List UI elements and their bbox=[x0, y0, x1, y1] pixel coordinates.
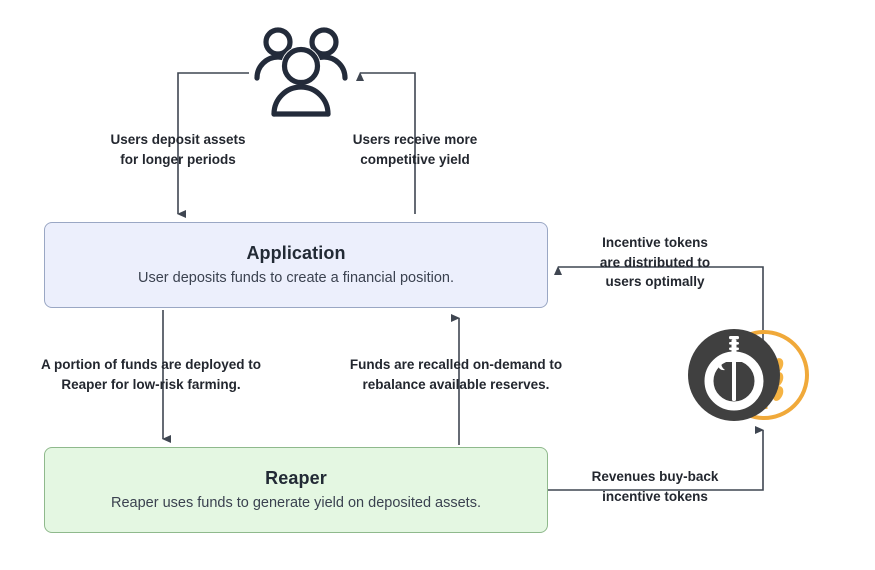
edge-label-application-to-users: Users receive more competitive yield bbox=[330, 130, 500, 169]
node-application[interactable]: Application User deposits funds to creat… bbox=[44, 222, 548, 308]
edge-label-tokens-to-application: Incentive tokens are distributed to user… bbox=[585, 233, 725, 292]
users-group-icon bbox=[254, 27, 348, 117]
edge-label-reaper-to-application: Funds are recalled on-demand to rebalanc… bbox=[331, 355, 581, 394]
reaper-scythe-wheat-logo bbox=[688, 329, 809, 421]
edge-label-line: Reaper for low-risk farming. bbox=[61, 376, 241, 392]
edge-label-line: are distributed to bbox=[599, 254, 711, 270]
node-reaper[interactable]: Reaper Reaper uses funds to generate yie… bbox=[44, 447, 548, 533]
edge-label-users-to-application: Users deposit assets for longer periods bbox=[88, 130, 268, 169]
edge-label-line: Incentive tokens bbox=[602, 235, 708, 250]
edge-label-line: users optimally bbox=[605, 274, 705, 290]
edge-label-reaper-to-logo: Revenues buy-back incentive tokens bbox=[575, 467, 735, 506]
edge-label-line: for longer periods bbox=[120, 151, 236, 167]
edge-label-line: Funds are recalled on-demand to bbox=[349, 357, 563, 372]
edge-label-line: incentive tokens bbox=[602, 488, 708, 504]
node-application-subtitle: User deposits funds to create a financia… bbox=[138, 269, 454, 286]
edge-label-line: rebalance available reserves. bbox=[362, 376, 550, 392]
edge-label-application-to-reaper: A portion of funds are deployed to Reape… bbox=[26, 355, 276, 394]
edge-label-line: Users deposit assets bbox=[110, 132, 246, 147]
edge-label-line: competitive yield bbox=[360, 151, 470, 167]
edge-label-line: Users receive more bbox=[352, 132, 478, 147]
edge-label-line: Revenues buy-back bbox=[591, 469, 719, 484]
node-reaper-subtitle: Reaper uses funds to generate yield on d… bbox=[111, 494, 481, 511]
node-reaper-title: Reaper bbox=[265, 467, 327, 488]
node-application-title: Application bbox=[246, 242, 346, 263]
edge-label-line: A portion of funds are deployed to bbox=[41, 357, 261, 372]
